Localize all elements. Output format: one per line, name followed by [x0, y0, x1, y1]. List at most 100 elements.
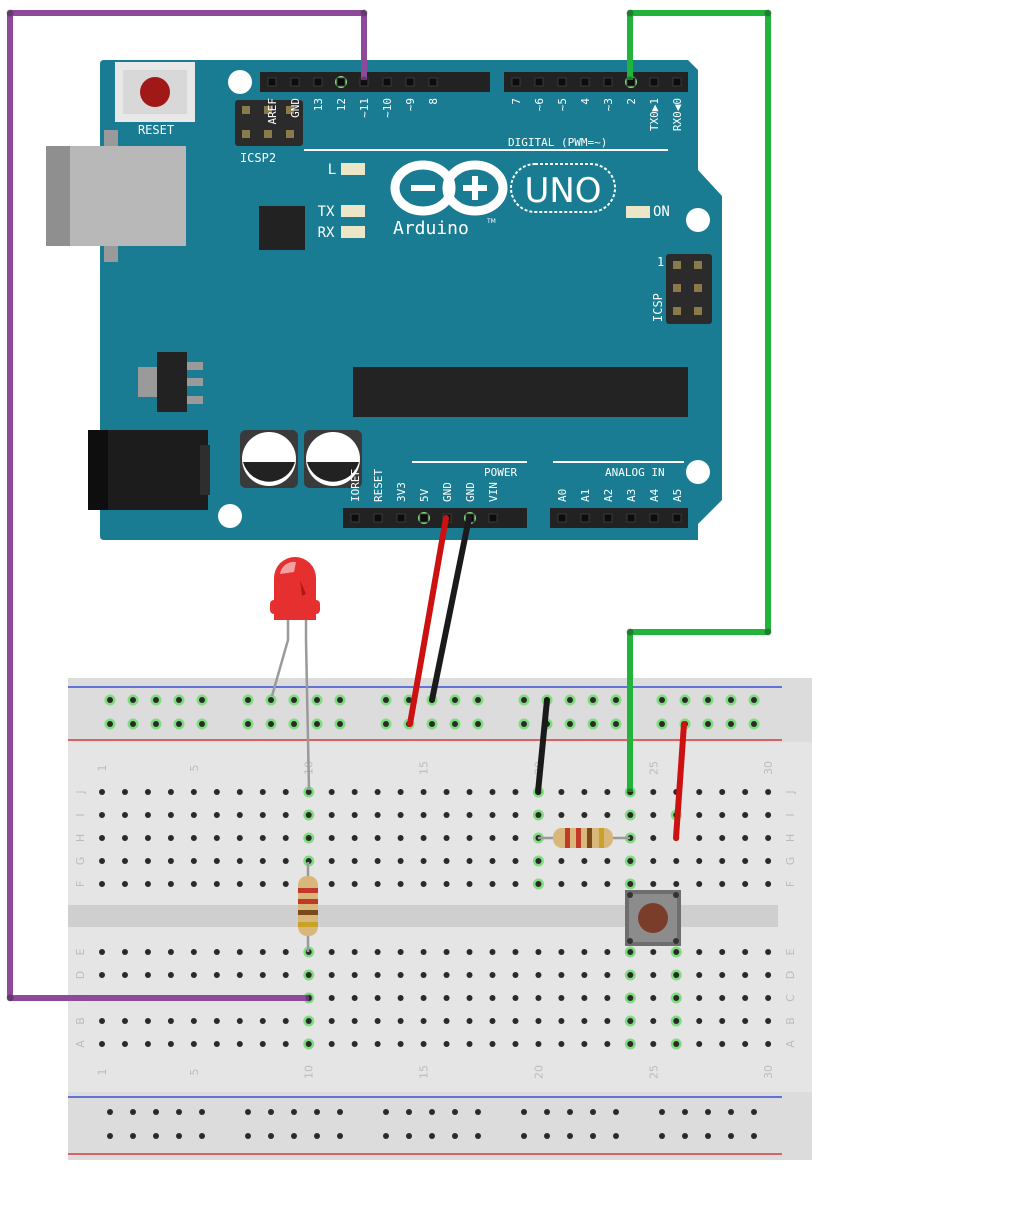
- breadboard-hole: [305, 789, 312, 795]
- rail-hole: [291, 697, 297, 703]
- rail-hole: [682, 1133, 688, 1139]
- breadboard-hole: [190, 1041, 197, 1047]
- led-rx-label: RX: [318, 225, 335, 241]
- breadboard-hole: [581, 881, 588, 887]
- breadboard-hole: [397, 1018, 404, 1024]
- breadboard-hole: [650, 972, 657, 978]
- breadboard-hole: [144, 1041, 151, 1047]
- breadboard-hole: [351, 949, 358, 955]
- breadboard-hole: [581, 789, 588, 795]
- rail-hole: [475, 1133, 481, 1139]
- header-pin: [419, 513, 429, 523]
- header-pin: [290, 77, 300, 87]
- breadboard-hole: [167, 858, 174, 864]
- header-pin: [626, 513, 636, 523]
- breadboard-hole: [121, 1041, 128, 1047]
- breadboard-hole: [581, 858, 588, 864]
- breadboard-hole: [259, 835, 266, 841]
- breadboard-hole: [420, 812, 427, 818]
- breadboard-hole: [512, 789, 519, 795]
- breadboard-hole: [558, 995, 565, 1001]
- breadboard-hole: [719, 881, 726, 887]
- rail-hole: [291, 1133, 297, 1139]
- row-letter-label: G: [784, 857, 797, 866]
- breadboard-hole: [374, 1018, 381, 1024]
- breadboard-hole: [99, 1041, 105, 1047]
- usb-chip: [259, 206, 305, 250]
- breadboard-hole: [696, 1018, 703, 1024]
- breadboard-hole: [627, 812, 634, 818]
- reset-button[interactable]: [115, 62, 195, 122]
- breadboard-hole: [328, 812, 335, 818]
- breadboard-hole: [167, 1018, 174, 1024]
- breadboard-hole: [489, 789, 496, 795]
- rail-hole: [521, 721, 527, 727]
- rail-hole: [268, 1133, 274, 1139]
- breadboard-hole: [742, 858, 749, 864]
- arduino-logo: [390, 160, 508, 216]
- rail-hole: [199, 1109, 205, 1115]
- pushbutton[interactable]: [625, 890, 681, 946]
- breadboard-hole: [673, 881, 680, 887]
- breadboard-hole: [420, 858, 427, 864]
- row-letter-label: A: [784, 1040, 797, 1048]
- header-pin: [511, 77, 521, 87]
- breadboard-hole: [466, 972, 473, 978]
- breadboard-hole: [581, 972, 588, 978]
- header-pin: [488, 513, 498, 523]
- breadboard-hole: [328, 1041, 335, 1047]
- breadboard-hole: [466, 995, 473, 1001]
- breadboard-hole: [99, 789, 105, 795]
- breadboard-hole: [719, 972, 726, 978]
- rail-hole: [751, 1133, 757, 1139]
- rail-hole: [452, 1109, 458, 1115]
- model-label: UNO: [524, 171, 601, 211]
- breadboard-hole: [259, 949, 266, 955]
- breadboard-hole: [328, 972, 335, 978]
- breadboard-hole: [673, 858, 680, 864]
- breadboard-hole: [719, 995, 726, 1001]
- rail-hole: [590, 1133, 596, 1139]
- rail-hole: [544, 1109, 550, 1115]
- wire-red-5v: [407, 515, 449, 727]
- breadboard-hole: [236, 789, 243, 795]
- breadboard-hole: [190, 881, 197, 887]
- breadboard-hole: [374, 835, 381, 841]
- breadboard: 115510101515202025253030JJIIHHGGFFEEDDCC…: [68, 678, 812, 1160]
- breadboard-hole: [397, 881, 404, 887]
- breadboard-hole: [489, 1041, 496, 1047]
- rail-hole: [475, 697, 481, 703]
- header-pin: [534, 77, 544, 87]
- breadboard-hole: [650, 1041, 657, 1047]
- rail-hole: [337, 721, 343, 727]
- rail-hole: [728, 721, 734, 727]
- breadboard-hole: [121, 881, 128, 887]
- header-pin: [373, 513, 383, 523]
- wire-black-ground-jumper: [535, 697, 550, 795]
- breadboard-hole: [719, 949, 726, 955]
- header-pin: [672, 77, 682, 87]
- pin-label: A5: [671, 489, 684, 502]
- breadboard-hole: [696, 995, 703, 1001]
- breadboard-hole: [190, 972, 197, 978]
- rail-hole: [337, 1109, 343, 1115]
- rail-hole: [130, 1133, 136, 1139]
- row-letter-label: E: [74, 948, 87, 955]
- rail-hole: [291, 1109, 297, 1115]
- breadboard-hole: [765, 949, 772, 955]
- breadboard-hole: [213, 1018, 220, 1024]
- breadboard-hole: [282, 1041, 289, 1047]
- breadboard-hole: [650, 789, 657, 795]
- breadboard-hole: [719, 789, 726, 795]
- breadboard-hole: [466, 858, 473, 864]
- pin-label: AREF: [266, 98, 279, 125]
- rail-hole: [682, 1109, 688, 1115]
- rail-hole: [705, 1109, 711, 1115]
- wire-end: [360, 9, 368, 17]
- rail-hole: [452, 1133, 458, 1139]
- breadboard-hole: [420, 789, 427, 795]
- mounting-hole: [686, 208, 710, 232]
- breadboard-hole: [351, 881, 358, 887]
